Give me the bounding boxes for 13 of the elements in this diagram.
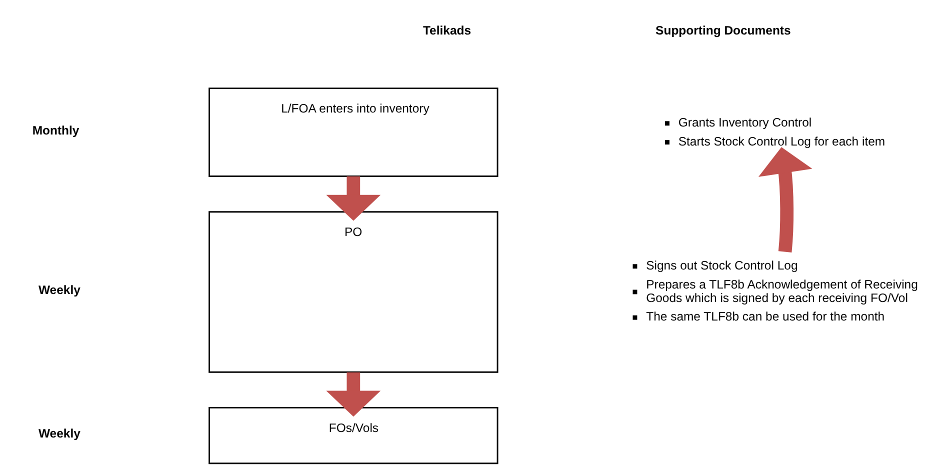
- arrow: [758, 147, 812, 252]
- label: Monthly: [32, 123, 79, 138]
- label: Telikads: [422, 24, 471, 38]
- node-box: FOs/Vols: [208, 407, 498, 464]
- node-text: Signs out Stock Control Log Prepares a TLF8b Acknowledgement of Receiving Goods which is signed by each receiving FO/Vol The same TLF8b can be used for the month: [646, 258, 918, 324]
- node-text: Grants Inventory Control Starts Stock Control Log for each item: [678, 115, 885, 148]
- arrow: [326, 176, 380, 221]
- label: Weekly: [38, 426, 80, 441]
- node-box: L/FOA enters into inventory: [208, 88, 498, 177]
- node-box: PO: [208, 211, 498, 373]
- label: Supporting Documents: [655, 24, 790, 38]
- label: Weekly: [38, 282, 80, 297]
- arrow: [326, 372, 380, 417]
